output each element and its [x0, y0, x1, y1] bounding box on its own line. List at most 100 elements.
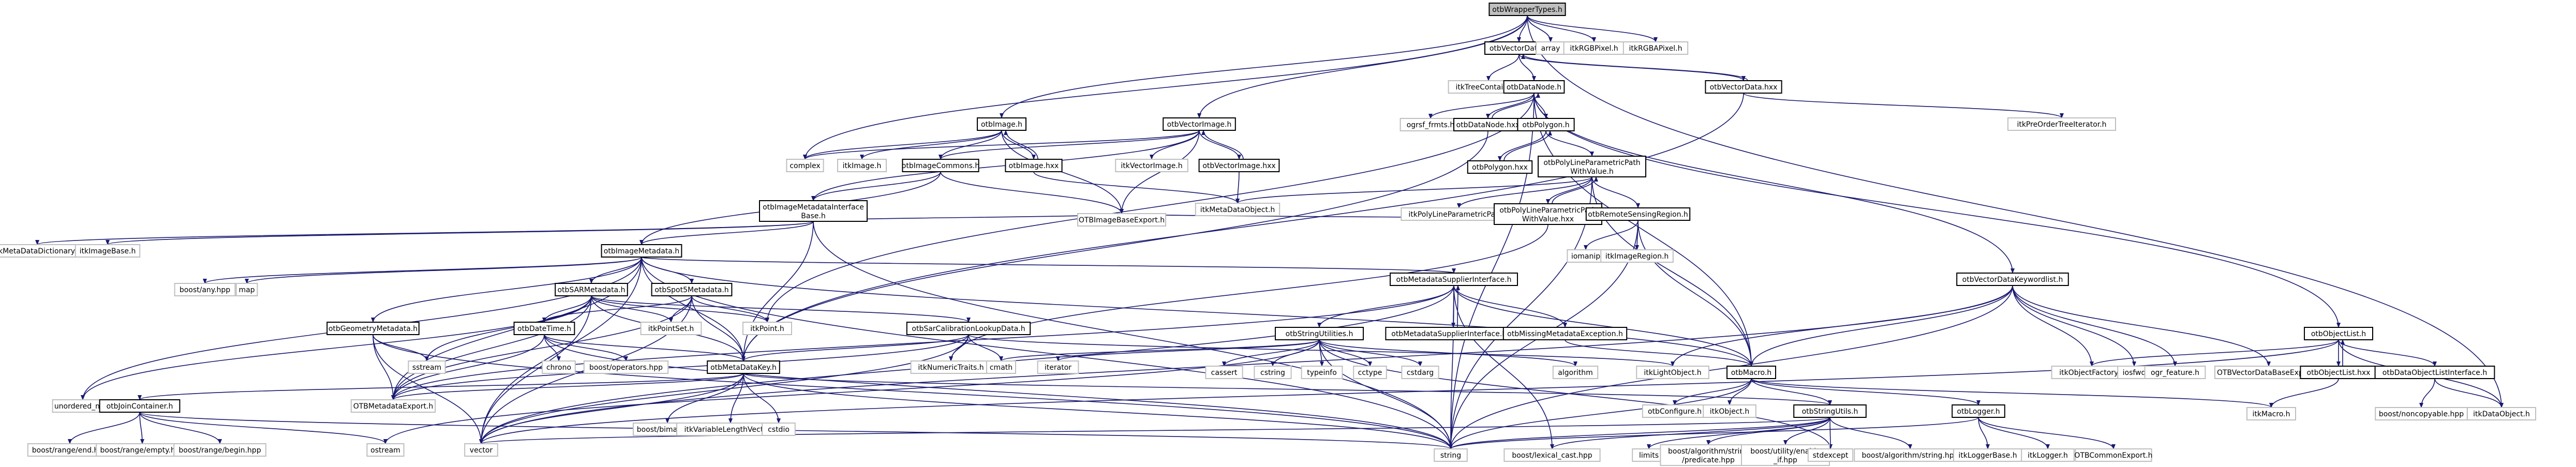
edge-sarcal-to-metadatakey [741, 334, 969, 361]
node-label: iomanip [1571, 252, 1600, 261]
node-box [1660, 444, 1757, 466]
graph-node-sarmetadata[interactable]: otbSARMetadata.h [555, 283, 628, 296]
graph-node-geometrymetadata[interactable]: otbGeometryMetadata.h [326, 322, 420, 335]
graph-node-objectlist-h[interactable]: otbObjectList.h [2304, 327, 2373, 340]
edge-logger-to-otbCommonExport [1978, 417, 2116, 449]
graph-node-otbmacro[interactable]: otbMacro.h [1726, 366, 1776, 379]
edge-geometrymetadata-to-string [373, 334, 1453, 449]
node-label: otbObjectList.h [2311, 330, 2366, 338]
graph-node-sarcal[interactable]: otbSarCalibrationLookupData.h [906, 322, 1031, 335]
node-box [1502, 327, 1628, 340]
graph-node-imagemetadata[interactable]: otbImageMetadata.h [601, 244, 682, 258]
graph-node-itkloggerbase: itkLoggerBase.h [1953, 448, 2022, 462]
graph-node-otbconfigure: otbConfigure.h [1642, 404, 1708, 418]
edge-stringutilities-to-cctype [1319, 339, 1372, 367]
graph-node-joincontainer[interactable]: otbJoinContainer.h [99, 399, 181, 413]
edge-datetime-to-metadatakey [544, 334, 746, 361]
graph-node-root[interactable]: otbWrapperTypes.h [1488, 3, 1566, 16]
node-box [1205, 366, 1243, 379]
graph-node-vectordata-hxx[interactable]: otbVectorData.hxx [1705, 80, 1782, 94]
edge-vectordata_h-to-datanode_h [1518, 54, 1536, 81]
graph-node-polygon-h[interactable]: otbPolygon.h [1517, 118, 1575, 131]
edge-imibase-to-itkMetaDataDictionary [35, 221, 814, 245]
edge-sarmetadata-to-itkPointSet [591, 295, 673, 323]
node-box [1585, 207, 1691, 221]
node-label: itkLoggerBase.h [1958, 451, 2017, 460]
node-label: otbMetaDataKey.h [710, 364, 777, 372]
node-box [1467, 160, 1533, 174]
graph-node-datetime[interactable]: otbDateTime.h [513, 322, 575, 335]
node-box [1632, 448, 1666, 462]
graph-node-stringutilities[interactable]: otbStringUtilities.h [1275, 327, 1364, 340]
node-label: WithValue.h [1570, 168, 1614, 176]
node-label: cctype [1358, 369, 1382, 377]
graph-node-metasupplier-hxx[interactable]: otbMetadataSupplierInterface.hxx [1385, 327, 1522, 340]
node-label: otbVectorImage.hxx [1202, 162, 1275, 170]
node-label: OTBMetadataExport.h [353, 402, 434, 411]
node-label: itkImageBase.h [80, 247, 136, 255]
edge-root-to-vectorimage_h [1197, 15, 1528, 118]
node-box [1198, 159, 1280, 172]
edge-datanode_hxx-to-metadatakey [741, 130, 1488, 361]
node-box [762, 423, 796, 436]
edge-datanode_hxx-to-datanode_h [1492, 93, 1540, 119]
graph-node-polygon-hxx[interactable]: otbPolygon.hxx [1467, 160, 1533, 174]
edge-vectorimage_h-to-complex [803, 130, 1200, 160]
node-label: otbSARMetadata.h [557, 286, 625, 294]
edge-otbmacro-to-stringutils [1751, 378, 1832, 405]
graph-node-vdkeywordlist[interactable]: otbVectorDataKeywordlist.h [1956, 273, 2069, 286]
graph-node-dolinterface[interactable]: otbDataObjectListInterface.h [2374, 366, 2495, 379]
graph-node-boostnoncopyable: boost/noncopyable.hpp [2375, 407, 2468, 420]
node-box [1567, 249, 1605, 263]
edge-datetime-to-string [544, 334, 1453, 449]
node-label: sstream [412, 364, 441, 372]
graph-node-imagecommons[interactable]: otbImageCommons.h [902, 159, 979, 172]
graph-node-itkpointset: itkPointSet.h [640, 322, 702, 335]
node-label: cstring [1260, 369, 1285, 377]
graph-node-metasupplier-h[interactable]: otbMetadataSupplierInterface.h [1390, 273, 1518, 286]
edge-joincontainer-to-rangeend [68, 412, 140, 444]
graph-node-cassert: cassert [1205, 366, 1243, 379]
graph-node-datanode-hxx[interactable]: otbDataNode.hxx [1453, 118, 1523, 131]
node-box [173, 443, 266, 457]
graph-node-missingmeta[interactable]: otbMissingMetadataException.h [1502, 327, 1628, 340]
edge-stringutils-to-boostalgstring [1829, 417, 1912, 449]
node-box [1390, 273, 1518, 286]
graph-node-objectlist-hxx[interactable]: otbObjectList.hxx [2300, 366, 2377, 379]
edge-datanode_h-to-datanode_hxx [1486, 93, 1535, 119]
graph-node-vectorimage-hxx[interactable]: otbVectorImage.hxx [1198, 159, 1280, 172]
node-label: ogrsf_frmts.h [1407, 121, 1455, 129]
graph-node-rsregion[interactable]: otbRemoteSensingRegion.h [1585, 207, 1691, 221]
node-label: OTBVectorDataBaseExport.h [2217, 369, 2320, 377]
node-label: otbPolyLineParametricPath [1499, 206, 1596, 215]
edge-datanode_h-to-otbmacro [1533, 93, 1753, 367]
node-label: otbDataObjectListInterface.h [2383, 369, 2487, 377]
graph-node-spot5metadata[interactable]: otbSpot5Metadata.h [651, 283, 733, 296]
graph-node-datanode-h[interactable]: otbDataNode.h [1503, 80, 1565, 94]
edge-root-to-complex [803, 15, 1528, 160]
node-label: itkMacro.h [2253, 410, 2290, 418]
graph-node-metadatakey[interactable]: otbMetaDataKey.h [707, 360, 780, 374]
graph-node-logger[interactable]: otbLogger.h [1952, 404, 2005, 418]
node-label: itkRGBPixel.h [1570, 44, 1618, 53]
graph-node-cctype: cctype [1353, 366, 1387, 379]
graph-node-image-hxx[interactable]: otbImage.hxx [1005, 159, 1063, 172]
graph-node-vectorimage-h[interactable]: otbVectorImage.h [1163, 117, 1236, 131]
node-label: otbPolyLineParametricPath [1543, 159, 1640, 167]
edge-datetime-to-chrono [544, 334, 561, 361]
graph-node-stringutils[interactable]: otbStringUtils.h [1793, 404, 1867, 418]
node-box [1077, 213, 1166, 227]
edge-dolinterface-to-itkDataObject [2434, 378, 2504, 408]
node-label: otbImage.hxx [1009, 162, 1059, 170]
edge-vectorimage_h-to-imagecommons [939, 130, 1200, 160]
node-box [1726, 366, 1776, 379]
graph-node-image-h[interactable]: otbImage.h [977, 117, 1026, 131]
edge-imagemetadata-to-map [245, 257, 642, 284]
edge-metadatakey-to-string [743, 373, 1453, 449]
node-box [759, 200, 868, 222]
edge-otbmacro-to-otbconfigure [1673, 378, 1752, 405]
